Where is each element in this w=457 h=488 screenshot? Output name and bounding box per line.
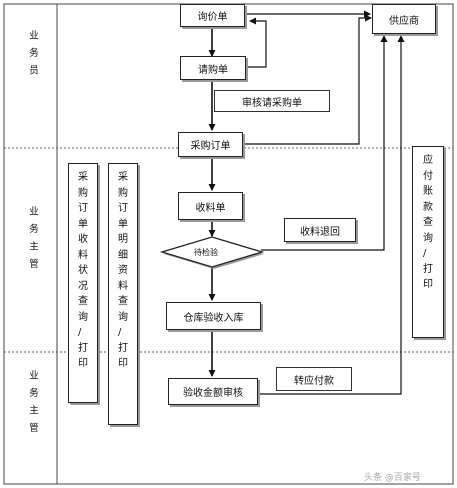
vertical-char: 询 [423, 232, 433, 244]
receipt-node[interactable]: 收料单 [178, 192, 243, 220]
purchase-order-label: 采购订单 [190, 141, 231, 152]
purchase-detail-query-text: 采购订单明细资料查询 / 打印 [118, 170, 128, 372]
lane-label-sales: 业务员 [27, 30, 38, 83]
vertical-char: 账 [423, 186, 433, 197]
audit-amount-node[interactable]: 验收金额审核 [168, 378, 258, 405]
return-label: 收料退回 [300, 226, 340, 238]
return-node[interactable]: 收料退回 [284, 218, 356, 242]
inquiry-label: 询价单 [197, 12, 228, 23]
vertical-char: 料 [118, 280, 128, 292]
arrow-po-supplier [243, 14, 372, 145]
watermark: 头条 @百家号 [364, 473, 421, 483]
vertical-char: 采 [118, 172, 128, 183]
vertical-char: / [118, 327, 122, 338]
vertical-char: 状 [78, 265, 88, 276]
vertical-char: 单 [78, 218, 88, 230]
vertical-char: 询 [78, 311, 88, 323]
purchase-detail-query-box[interactable]: 采购订单明细资料查询 / 打印 [108, 163, 138, 425]
vertical-char: 打 [118, 342, 128, 354]
to-payable-label: 转应付款 [294, 375, 334, 387]
vertical-char: 打 [423, 263, 433, 275]
vertical-char: / [423, 248, 427, 259]
vertical-char: 订 [78, 203, 88, 214]
vertical-char: 应 [423, 155, 433, 166]
vertical-char: 查 [423, 217, 433, 228]
warehouse-node[interactable]: 仓库验收入库 [166, 302, 261, 330]
vertical-char: 订 [118, 203, 128, 214]
vertical-char: 打 [78, 342, 88, 354]
vertical-char: 购 [118, 187, 128, 199]
vertical-char: 印 [423, 279, 433, 290]
vertical-char: 收 [78, 234, 88, 245]
vertical-char: 查 [118, 296, 128, 307]
inspect-label: 待检验 [194, 248, 218, 257]
vertical-char: 明 [118, 234, 128, 245]
vertical-char: 采 [78, 172, 88, 183]
receipt-status-query-text: 采购订单收料状况查询 / 打印 [78, 170, 88, 372]
vertical-char: 付 [423, 170, 433, 182]
inquiry-node[interactable]: 询价单 [180, 4, 245, 27]
vertical-char: 款 [423, 201, 433, 213]
to-payable-note: 转应付款 [276, 367, 352, 391]
inspect-diamond [159, 236, 265, 268]
payable-query-box[interactable]: 应付账款查询 / 打印 [412, 146, 444, 338]
vertical-char: 单 [118, 218, 128, 230]
lane-label-supervisor-2: 业务主管 [27, 370, 38, 440]
vertical-char: 况 [78, 280, 88, 292]
vertical-char: 料 [78, 249, 88, 261]
vertical-char: / [78, 327, 82, 338]
vertical-char: 查 [78, 296, 88, 307]
purchase-order-node[interactable]: 采购订单 [178, 132, 243, 157]
vertical-char: 印 [118, 358, 128, 369]
review-requisition-label: 审核请采购单 [242, 97, 302, 109]
receipt-label: 收料单 [195, 202, 226, 214]
requisition-label: 请购单 [198, 64, 228, 76]
receipt-status-query-box[interactable]: 采购订单收料状况查询 / 打印 [68, 163, 98, 403]
vertical-char: 资 [118, 265, 128, 276]
review-requisition-note: 审核请采购单 [214, 90, 330, 112]
vertical-char: 购 [78, 187, 88, 199]
arrow-requisition-loop [246, 17, 267, 68]
vertical-char: 细 [118, 249, 128, 261]
payable-query-text: 应付账款查询 / 打印 [423, 153, 433, 293]
supplier-node[interactable]: 供应商 [372, 4, 436, 34]
lane-label-supervisor-1: 业务主管 [27, 206, 38, 276]
supplier-label: 供应商 [389, 15, 419, 27]
vertical-char: 印 [78, 358, 88, 369]
arrow-audit-supplier [258, 35, 405, 395]
warehouse-label: 仓库验收入库 [183, 312, 244, 324]
vertical-char: 询 [118, 311, 128, 323]
arrow-return-supplier [261, 35, 388, 251]
audit-amount-label: 验收金额审核 [183, 388, 243, 399]
requisition-node[interactable]: 请购单 [180, 56, 246, 80]
